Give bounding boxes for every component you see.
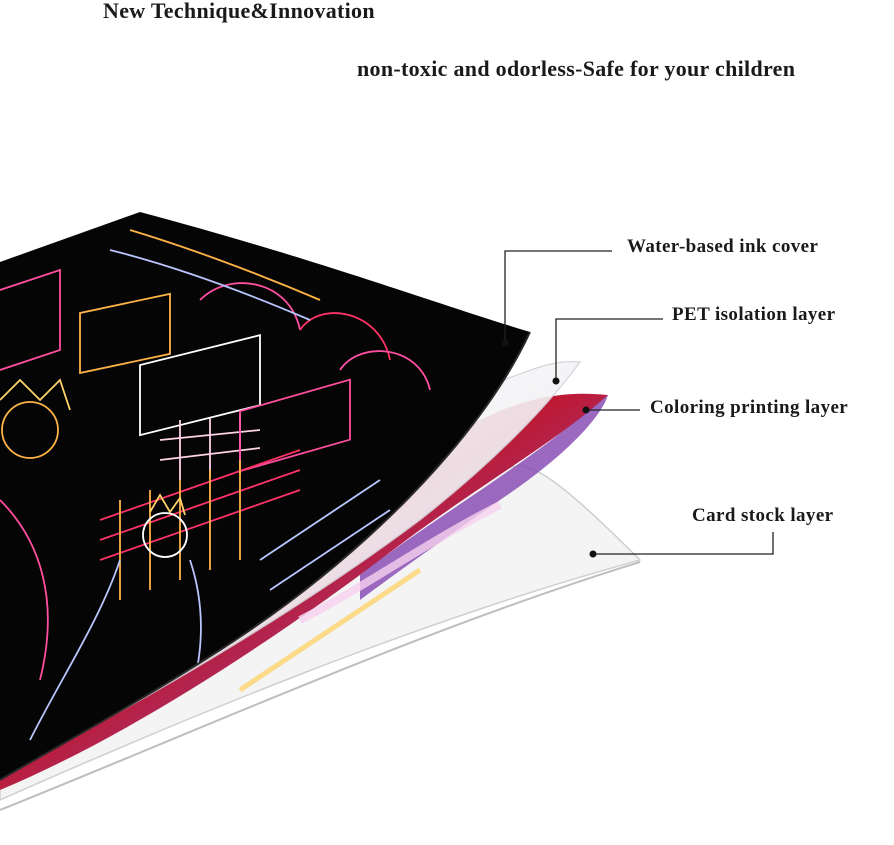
coloring-stripe xyxy=(238,567,422,693)
leader-pet xyxy=(555,318,663,378)
leader-dot-ink xyxy=(501,339,509,347)
leader-lines xyxy=(504,250,774,555)
label-pet-isolation-layer: PET isolation layer xyxy=(672,304,836,325)
label-coloring-printing-layer: Coloring printing layer xyxy=(650,397,849,418)
subheadline: non-toxic and odorless-Safe for your chi… xyxy=(357,56,796,81)
leader-dot-pet xyxy=(552,377,560,385)
label-card-stock-layer: Card stock layer xyxy=(692,505,834,526)
card-stock-edge xyxy=(0,561,641,811)
leader-dot-card xyxy=(589,550,597,558)
label-water-based-ink-cover: Water-based ink cover xyxy=(627,236,819,257)
headline: New Technique&Innovation xyxy=(103,0,375,23)
leader-ink xyxy=(504,250,612,340)
card-stock-layer xyxy=(0,464,642,801)
ink-cover-edge xyxy=(0,331,531,781)
leader-card xyxy=(596,532,774,555)
leader-dot-color xyxy=(582,406,590,414)
coloring-stripe xyxy=(298,501,502,624)
